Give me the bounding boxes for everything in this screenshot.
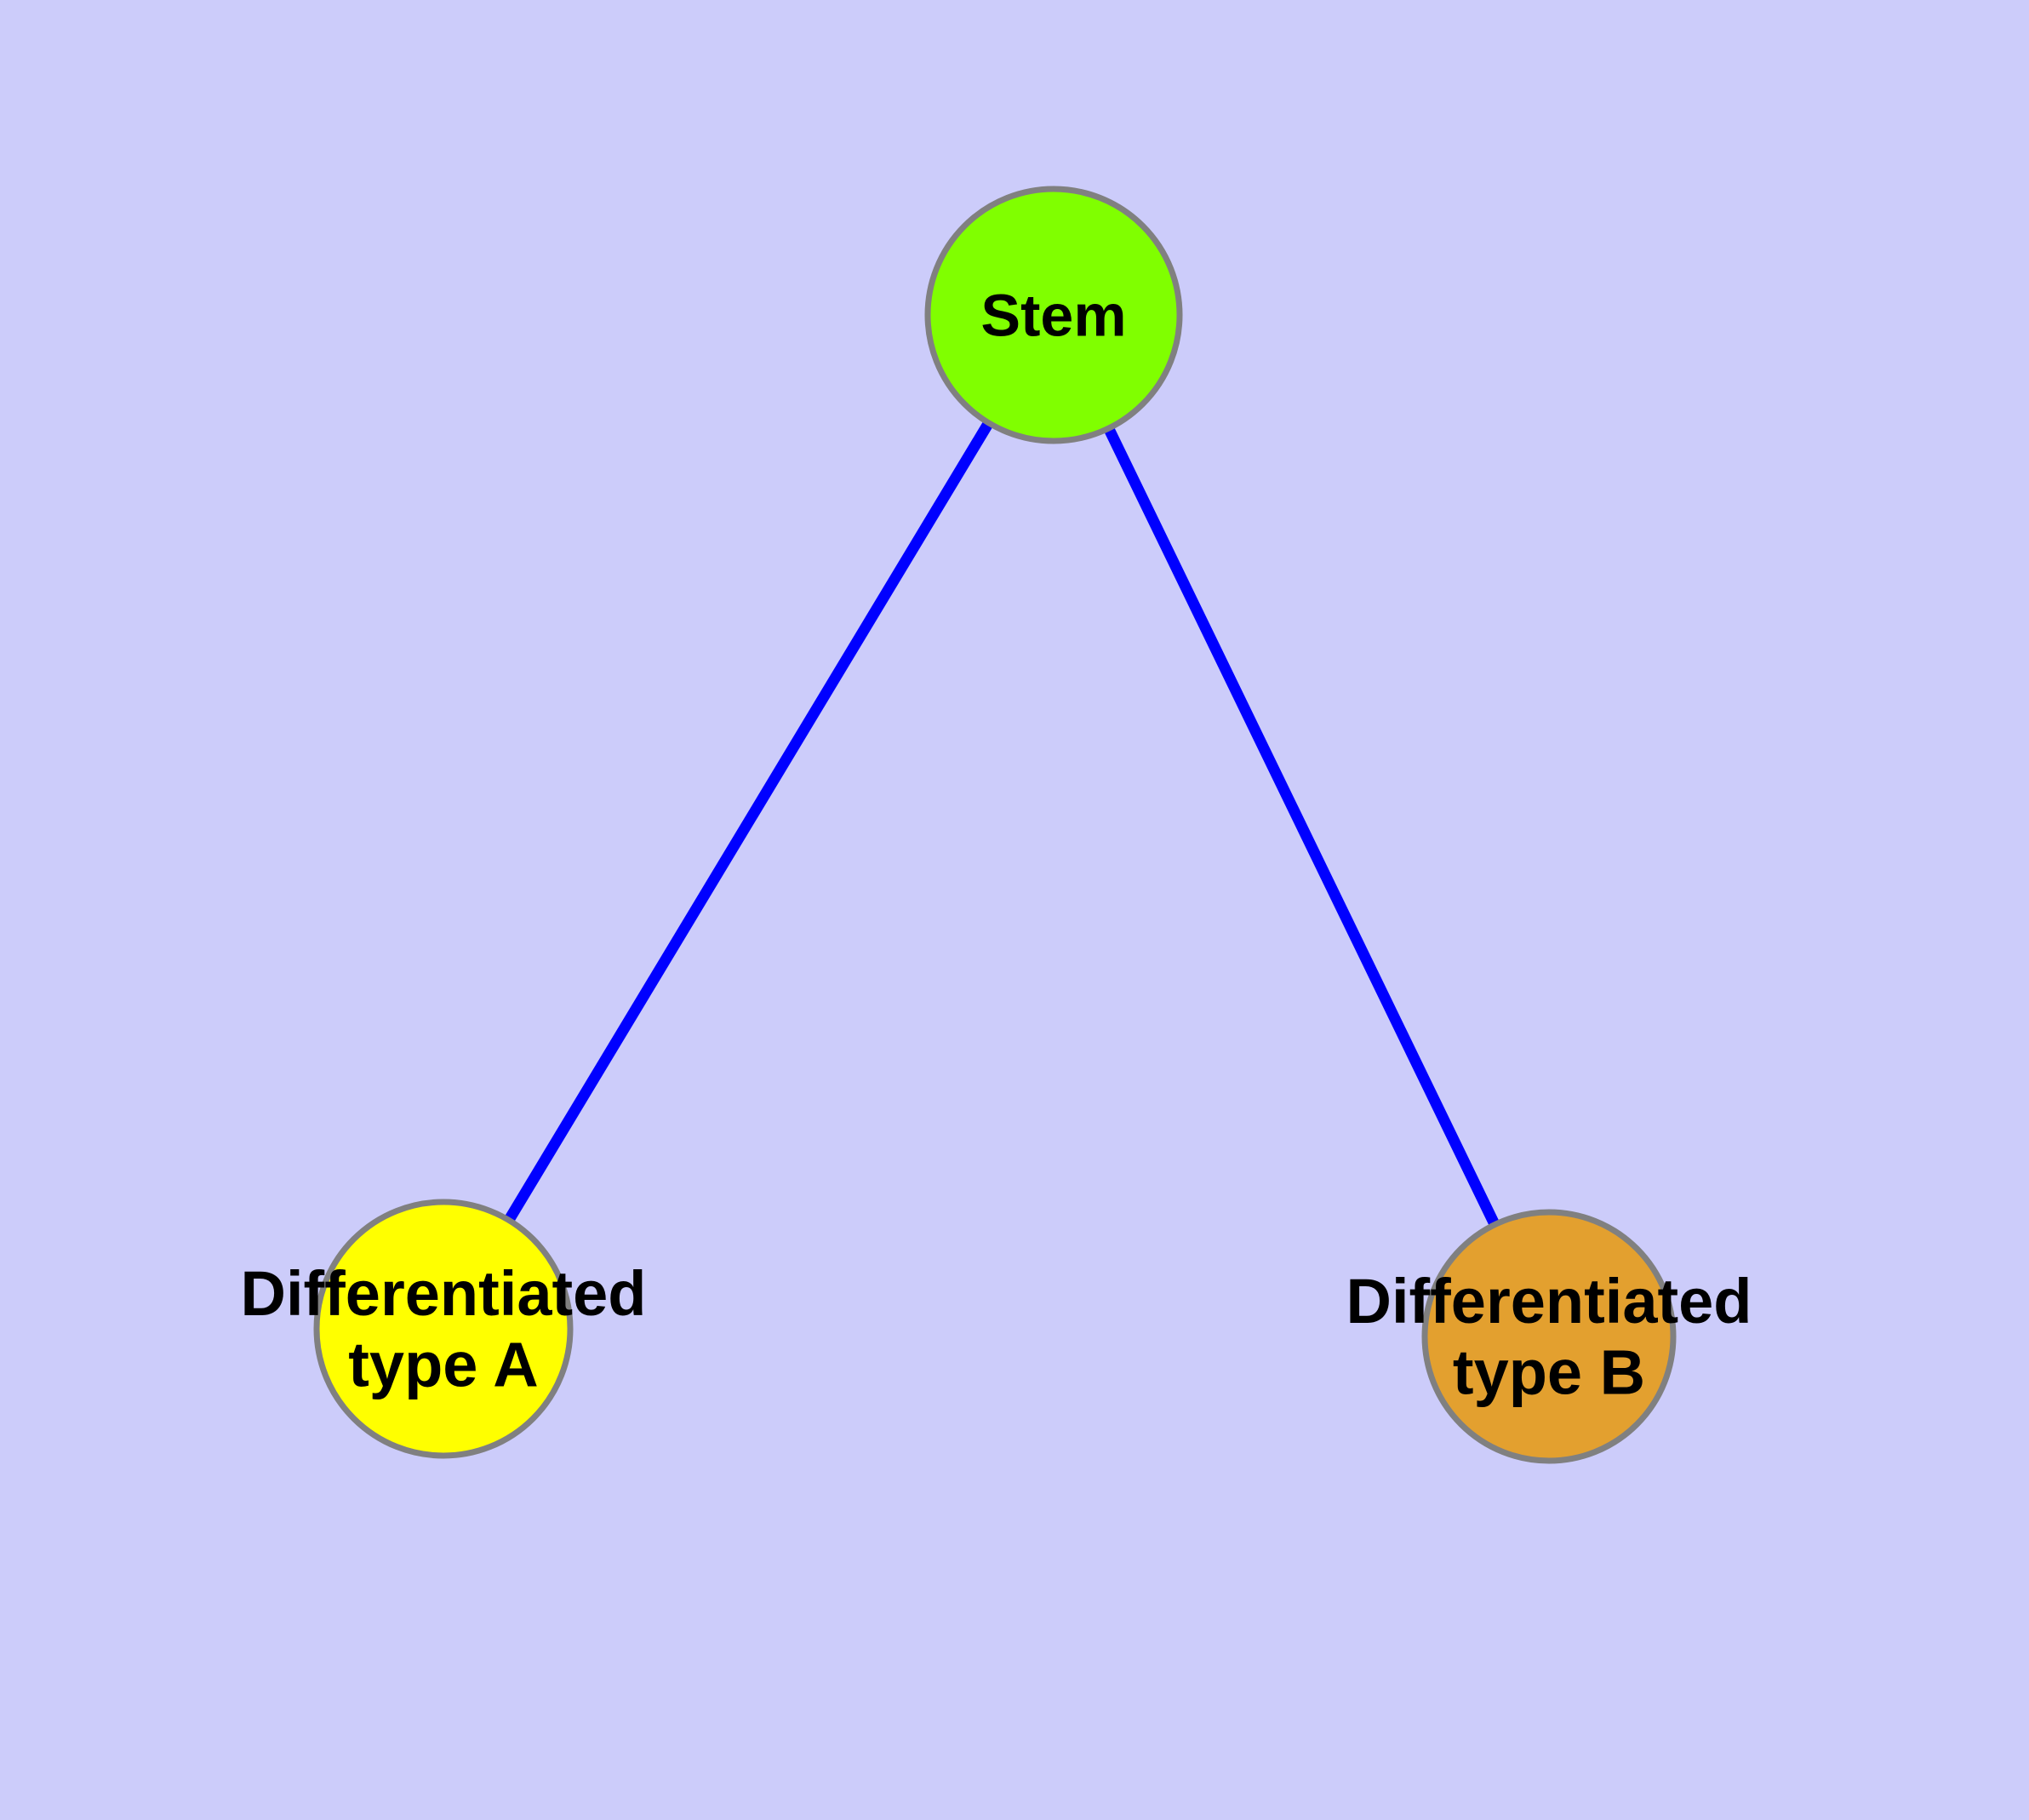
graph-node-label-line: Differentiated xyxy=(241,1258,647,1329)
edge-layer xyxy=(438,312,1554,1339)
graph-node-diff_b[interactable] xyxy=(1421,1209,1677,1464)
graph-node-label-line: Differentiated xyxy=(1346,1266,1752,1336)
graph-edge-stem-to-diff_b xyxy=(1049,312,1554,1339)
graph-node-stem[interactable] xyxy=(924,186,1183,444)
graph-node-label-stem: Stem xyxy=(980,283,1126,349)
graph-node-label-line: type A xyxy=(348,1330,538,1400)
node-layer xyxy=(313,186,1677,1464)
graph-node-diff_a[interactable] xyxy=(313,1199,574,1459)
graph-node-label-line: type B xyxy=(1453,1337,1645,1408)
graph-node-label-line: Stem xyxy=(980,283,1126,349)
graph-edge-stem-to-diff_a xyxy=(438,312,1059,1332)
